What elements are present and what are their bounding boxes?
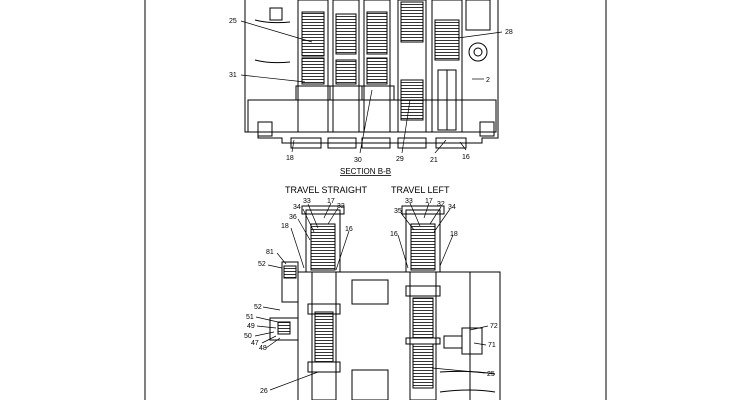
- callout-25: 25: [229, 18, 237, 25]
- callout-34: 34: [293, 204, 301, 211]
- callout-2: 2: [486, 77, 490, 84]
- callout-33-tl: 33: [405, 198, 413, 205]
- callout-32-tl: 32: [437, 201, 445, 208]
- callout-17: 17: [327, 198, 335, 205]
- callout-31: 31: [229, 72, 237, 79]
- callout-36: 36: [289, 214, 297, 221]
- travel-straight-title: TRAVEL STRAIGHT: [285, 185, 368, 195]
- callout-18-tl: 18: [450, 231, 458, 238]
- leader-lines: [240, 20, 503, 391]
- callout-33: 33: [303, 198, 311, 205]
- callout-71: 71: [488, 342, 496, 349]
- travel-straight-drawing: [269, 205, 471, 400]
- travel-left-drawing: [401, 205, 501, 400]
- callout-35: 35: [394, 208, 402, 215]
- callout-29: 29: [396, 156, 404, 163]
- callout-28: 28: [505, 29, 513, 36]
- callout-81: 81: [266, 249, 274, 256]
- callout-18: 18: [286, 155, 294, 162]
- callout-16-tl: 16: [390, 231, 398, 238]
- callout-52-lower: 52: [254, 304, 262, 311]
- callout-34-tl: 34: [448, 204, 456, 211]
- callout-51: 51: [246, 314, 254, 321]
- callout-32: 32: [337, 203, 345, 210]
- callout-72: 72: [490, 323, 498, 330]
- callout-25-tl: 25: [487, 371, 495, 378]
- callout-49: 49: [247, 323, 255, 330]
- callout-18-ts: 18: [281, 223, 289, 230]
- section-b-b-drawing: [244, 0, 499, 149]
- callout-21: 21: [430, 157, 438, 164]
- callout-30: 30: [354, 157, 362, 164]
- callout-48: 48: [259, 345, 267, 352]
- callout-50: 50: [244, 333, 252, 340]
- callout-47: 47: [251, 340, 259, 347]
- callout-52-upper: 52: [258, 261, 266, 268]
- section-caption: SECTION B-B: [340, 167, 391, 176]
- callout-16: 16: [462, 154, 470, 161]
- callout-16-ts: 16: [345, 226, 353, 233]
- travel-left-title: TRAVEL LEFT: [391, 185, 450, 195]
- callout-26: 26: [260, 388, 268, 395]
- callout-17-tl: 17: [425, 198, 433, 205]
